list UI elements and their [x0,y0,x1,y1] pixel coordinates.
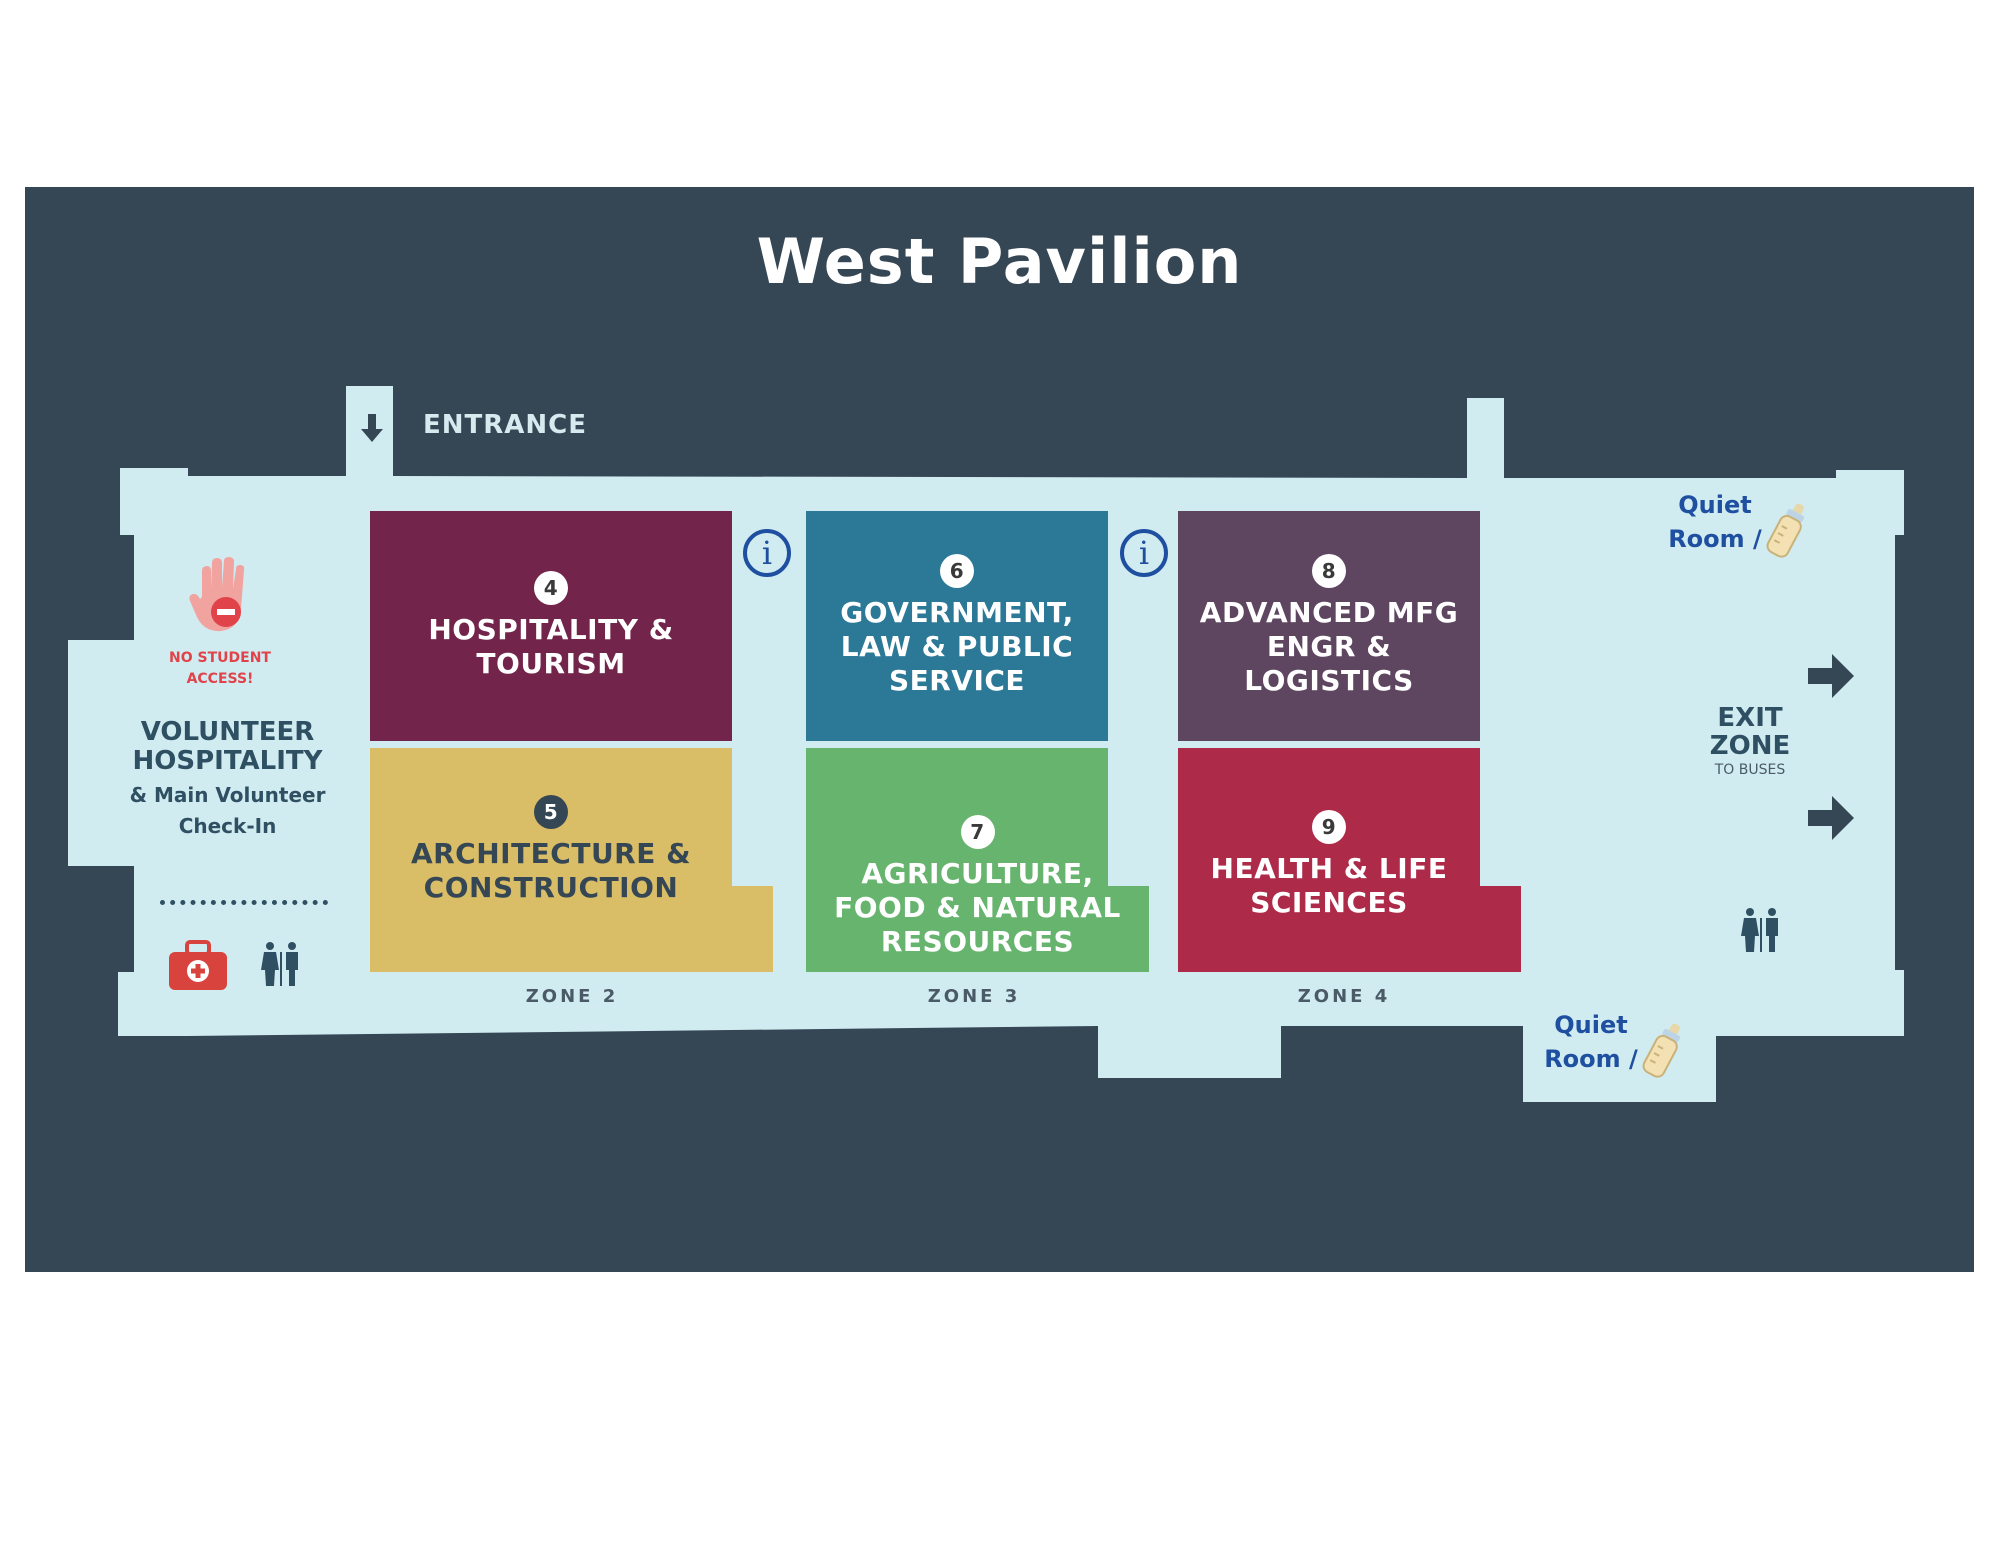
cluster-line: LOGISTICS [1244,664,1414,697]
exit-zone-label: EXIT ZONE TO BUSES [1690,704,1810,780]
cluster-4-hospitality-tourism[interactable]: 4 HOSPITALITY & TOURISM [370,511,732,741]
cluster-9-shape [1178,748,1521,972]
cluster-7-shape [806,748,1149,972]
cluster-line: ADVANCED MFG [1199,596,1459,629]
volunteer-line3: & Main Volunteer [129,783,326,807]
cluster-number: 6 [940,554,974,588]
no-access-line2: ACCESS! [186,671,254,687]
quiet-room-line1: Quiet [1554,1011,1628,1039]
cluster-line: AGRICULTURE, [861,857,1094,890]
cluster-9-health-life-sciences[interactable]: 9 HEALTH & LIFE SCIENCES [1178,795,1480,935]
cluster-5-architecture-construction[interactable]: 5 ARCHITECTURE & CONSTRUCTION [370,780,732,920]
cluster-number: 8 [1312,554,1346,588]
exit-line1: EXIT [1717,703,1783,733]
arrow-right-icon [1808,796,1854,840]
cluster-line: HOSPITALITY & [428,613,674,646]
volunteer-line1: VOLUNTEER [140,717,315,747]
exit-line3: TO BUSES [1714,762,1786,778]
zone-2-label: ZONE 2 [525,986,619,1007]
cluster-line: ARCHITECTURE & [410,837,692,870]
quiet-room-top-label: Quiet Room / [1660,488,1770,556]
volunteer-line2: HOSPITALITY [132,746,323,776]
entrance-label: ENTRANCE [423,410,587,440]
zone-4-label: ZONE 4 [1297,986,1391,1007]
cluster-line: SCIENCES [1250,886,1408,919]
cluster-7-agriculture-food[interactable]: 7 AGRICULTURE, FOOD & NATURAL RESOURCES [806,812,1149,962]
cluster-number: 7 [960,815,995,849]
baby-bottle-icon [1766,503,1805,558]
info-icon[interactable]: i [743,529,791,577]
volunteer-divider [160,900,328,905]
info-icon[interactable]: i [1120,529,1168,577]
arrow-down-icon [361,414,383,442]
cluster-number: 4 [534,571,568,605]
cluster-line: HEALTH & LIFE [1210,852,1448,885]
volunteer-hospitality-label: VOLUNTEER HOSPITALITY & Main Volunteer C… [100,718,355,842]
cluster-6-government-law[interactable]: 6 GOVERNMENT, LAW & PUBLIC SERVICE [806,511,1108,741]
cluster-number: 5 [534,795,568,829]
cluster-line: TOURISM [476,647,626,680]
no-access-line1: NO STUDENT [169,650,271,666]
baby-bottle-icon [1642,1023,1681,1078]
arrow-right-icon [1808,654,1854,698]
cluster-line: GOVERNMENT, [840,596,1074,629]
volunteer-line4: Check-In [178,814,277,838]
quiet-room-bottom-label: Quiet Room / [1536,1008,1646,1076]
first-aid-kit-icon [169,940,227,990]
stop-hand-icon [189,557,245,632]
exit-line2: ZONE [1709,731,1791,761]
quiet-room-line2: Room / [1668,525,1762,553]
zone-3-label: ZONE 3 [927,986,1021,1007]
cluster-line: FOOD & NATURAL [834,891,1121,924]
cluster-line: SERVICE [888,664,1026,697]
no-access-label: NO STUDENT ACCESS! [150,648,290,690]
restroom-icon [1741,908,1778,952]
restroom-icon [261,942,298,986]
quiet-room-line1: Quiet [1678,491,1752,519]
cluster-line: LAW & PUBLIC [840,630,1074,663]
cluster-8-advanced-mfg[interactable]: 8 ADVANCED MFG ENGR & LOGISTICS [1178,511,1480,741]
cluster-line: RESOURCES [880,925,1075,958]
map-title: West Pavilion [756,225,1243,298]
cluster-5-shape [370,748,773,972]
cluster-number: 9 [1312,810,1346,844]
cluster-line: CONSTRUCTION [423,871,679,904]
cluster-line: ENGR & [1266,630,1392,663]
quiet-room-line2: Room / [1544,1045,1638,1073]
